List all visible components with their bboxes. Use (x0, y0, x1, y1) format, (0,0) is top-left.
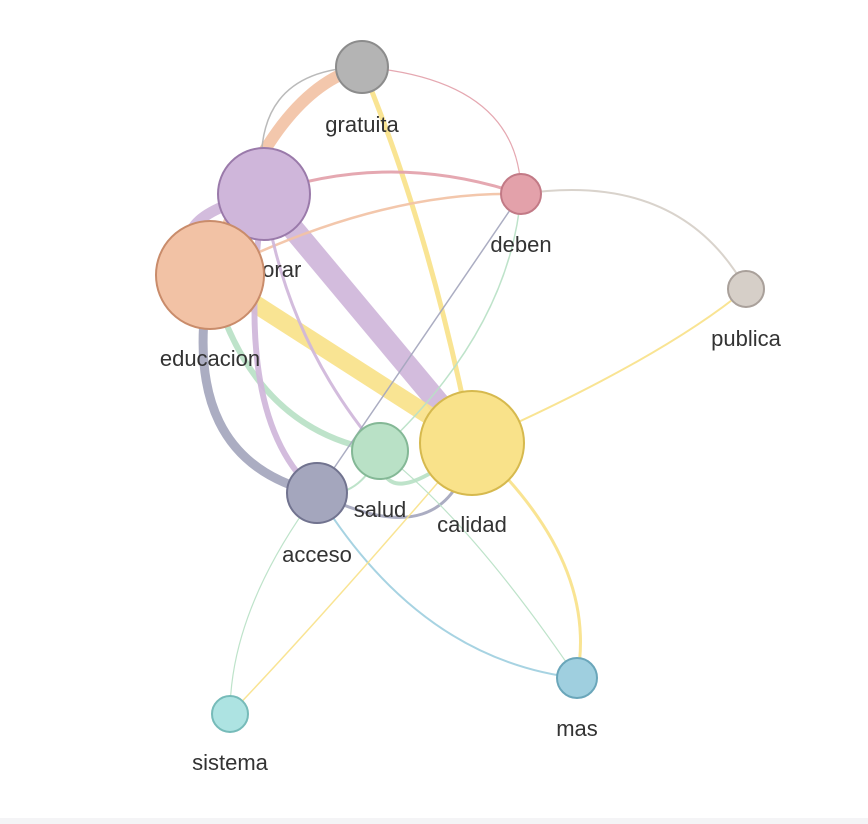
edge-acceso-mas (316, 492, 578, 679)
edge-gratuita-calidad (359, 64, 475, 446)
edge-deben-publica (520, 188, 747, 290)
node-label-publica: publica (711, 326, 781, 351)
node-publica[interactable]: publica (711, 270, 782, 351)
node-label-deben: deben (490, 232, 551, 257)
node-circle-mas[interactable] (556, 657, 598, 699)
node-circle-acceso[interactable] (286, 462, 348, 524)
node-circle-publica[interactable] (727, 270, 765, 308)
node-circle-salud[interactable] (351, 422, 409, 480)
edge-gratuita-deben (361, 66, 522, 195)
edge-salud-mas (379, 450, 578, 679)
node-label-gratuita: gratuita (325, 112, 399, 137)
edge-deben-acceso (316, 193, 522, 494)
node-circle-calidad[interactable] (419, 390, 525, 496)
bottom-divider (0, 818, 868, 824)
node-label-educacion: educacion (160, 346, 260, 371)
edge-calidad-sistema (229, 442, 473, 715)
node-calidad[interactable]: calidad (419, 390, 525, 537)
node-deben[interactable]: deben (490, 173, 552, 257)
node-circle-deben[interactable] (500, 173, 542, 215)
node-salud[interactable]: salud (351, 422, 409, 522)
node-gratuita[interactable]: gratuita (325, 40, 399, 137)
node-circle-sistema[interactable] (211, 695, 249, 733)
node-label-calidad: calidad (437, 512, 507, 537)
node-label-sistema: sistema (192, 750, 269, 775)
node-acceso[interactable]: acceso (282, 462, 352, 567)
node-label-acceso: acceso (282, 542, 352, 567)
node-educacion[interactable]: educacion (155, 220, 265, 371)
node-mas[interactable]: mas (556, 657, 598, 741)
node-circle-gratuita[interactable] (335, 40, 389, 94)
edge-acceso-sistema (229, 492, 318, 715)
edge-deben-salud (379, 193, 522, 452)
node-label-mas: mas (556, 716, 598, 741)
node-label-salud: salud (354, 497, 407, 522)
node-circle-educacion[interactable] (155, 220, 265, 330)
node-circle-mejorar[interactable] (217, 147, 311, 241)
nodes-layer: gratuitamejorardebeneducacionpublicacali… (155, 40, 782, 775)
node-sistema[interactable]: sistema (192, 695, 269, 775)
